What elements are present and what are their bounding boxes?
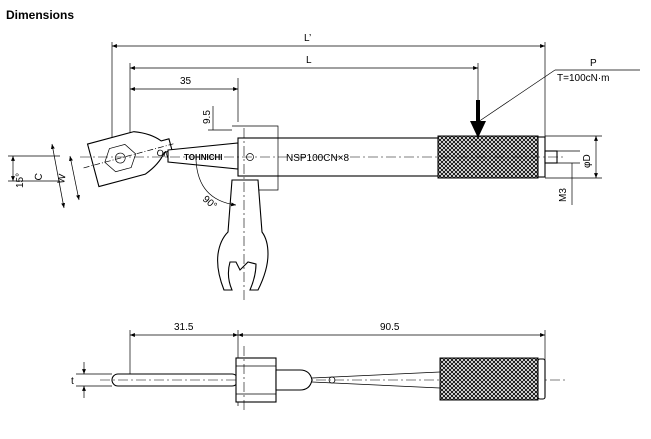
dimension-l-prime: L’	[304, 33, 311, 44]
leader-line-p	[477, 69, 556, 123]
side-pin-hole	[328, 376, 336, 384]
load-label-p: P	[590, 58, 597, 69]
angle-15: 15°	[15, 173, 26, 188]
dimension-l: L	[306, 55, 312, 66]
top-view: L’ L 35 9.5 ONLY 15°	[8, 33, 640, 300]
dimension-9-5: 9.5	[202, 110, 213, 124]
model-marking: NSP100CN×8	[286, 153, 350, 164]
angle-90: 90°	[200, 194, 219, 212]
side-knurled-grip	[439, 357, 539, 401]
clevis-joint	[235, 357, 277, 403]
page-title: Dimensions	[6, 8, 75, 22]
dimension-phi-d: φD	[582, 154, 593, 168]
dimension-31-5: 31.5	[174, 322, 194, 333]
dimension-m3: M3	[558, 188, 569, 202]
dimension-c: C	[33, 172, 45, 181]
side-view: 31.5 90.5 t	[71, 322, 565, 412]
rotated-head	[217, 179, 269, 291]
dimension-t: t	[71, 376, 74, 387]
dimension-line-c	[50, 143, 66, 209]
dimension-90-5: 90.5	[380, 322, 400, 333]
brand-marking: TOHNICHI	[184, 153, 223, 162]
dimension-w: W	[56, 173, 69, 185]
load-arrow-head	[470, 121, 486, 138]
torque-label: T=100cN·m	[557, 73, 610, 84]
side-connector	[275, 369, 313, 391]
dimension-35: 35	[180, 76, 192, 87]
dimension-line-w	[69, 155, 80, 201]
side-end-cap	[537, 358, 546, 400]
angle-arc-90	[195, 159, 237, 207]
